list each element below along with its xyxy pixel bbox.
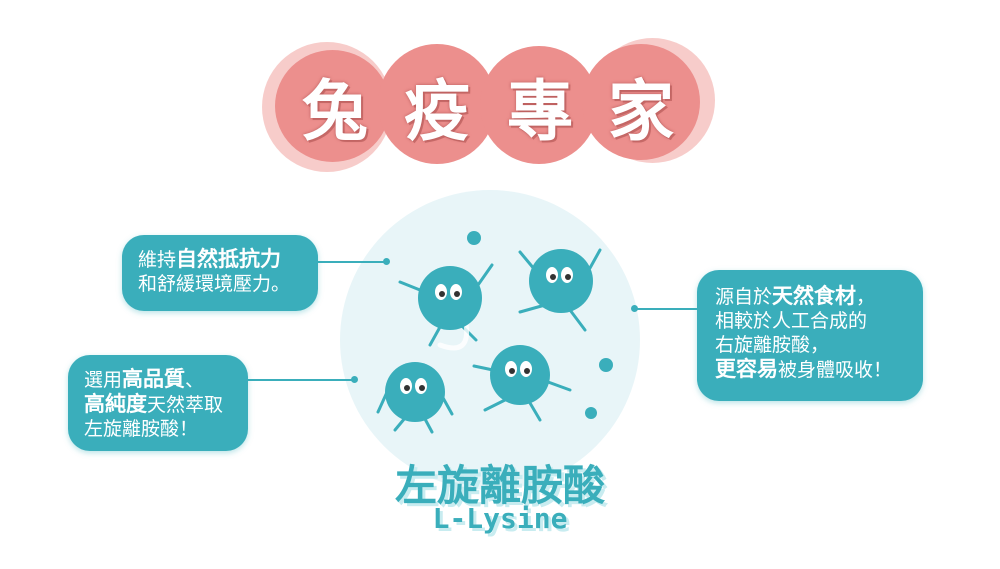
title-char: 專: [507, 73, 573, 150]
title-char: 兔: [302, 73, 368, 150]
connector-dot: [351, 376, 358, 383]
body-text: ，: [856, 286, 876, 308]
box-line: 相較於人工合成的: [715, 309, 905, 333]
box-line: 和舒緩環境壓力。: [138, 272, 302, 296]
molecule: [418, 266, 482, 330]
body-text: 被身體吸收！: [778, 359, 893, 381]
body-text: 相較於人工合成的: [715, 310, 868, 332]
benefit-box-quality: 選用高品質、高純度天然萃取左旋離胺酸！: [68, 355, 248, 451]
small-dot: [599, 358, 613, 372]
body-text: 天然萃取: [147, 394, 224, 416]
box-line: 左旋離胺酸！: [84, 417, 232, 441]
small-dot: [585, 407, 597, 419]
box-line: 更容易被身體吸收！: [715, 357, 905, 382]
highlight-text: 自然抵抗力: [176, 247, 282, 271]
product-name: 左旋離胺酸: [394, 461, 605, 510]
body-text: 和舒緩環境壓力。: [138, 273, 291, 295]
title-char: 家: [608, 73, 674, 150]
molecule: [490, 345, 550, 405]
background-circle: [340, 190, 640, 490]
highlight-text: 更容易: [715, 357, 778, 381]
box-line: 高純度天然萃取: [84, 392, 232, 417]
product-latin-name: L-Lysine: [432, 502, 568, 535]
molecule: [385, 362, 445, 422]
connector-line: [248, 379, 354, 381]
benefit-box-absorption: 源自於天然食材，相較於人工合成的右旋離胺酸，更容易被身體吸收！: [697, 270, 923, 401]
highlight-text: 高純度: [84, 392, 147, 416]
box-line: 選用高品質、: [84, 367, 232, 392]
highlight-text: 天然食材: [772, 284, 857, 308]
body-text: 右旋離胺酸，: [715, 334, 830, 356]
body-text: 源自於: [715, 286, 773, 308]
molecules: [385, 231, 613, 422]
molecule-eyes: [400, 267, 573, 394]
connector-line: [318, 261, 386, 263]
body-text: 、: [185, 369, 205, 391]
body-text: 選用: [84, 369, 123, 391]
box-line: 右旋離胺酸，: [715, 333, 905, 357]
body-text: 左旋離胺酸！: [84, 418, 199, 440]
box-line: 源自於天然食材，: [715, 284, 905, 309]
molecule-limbs: [376, 248, 602, 434]
connector-dot: [631, 305, 638, 312]
highlight-text: 高品質: [122, 367, 186, 391]
molecule: [529, 249, 593, 313]
box-line: 維持自然抵抗力: [138, 247, 302, 272]
small-dot: [467, 231, 481, 245]
body-text: 維持: [138, 249, 177, 271]
title-char: 疫: [404, 73, 470, 150]
connector-line: [636, 308, 698, 310]
connector-dot: [383, 258, 390, 265]
benefit-box-resistance: 維持自然抵抗力和舒緩環境壓力。: [122, 235, 318, 311]
